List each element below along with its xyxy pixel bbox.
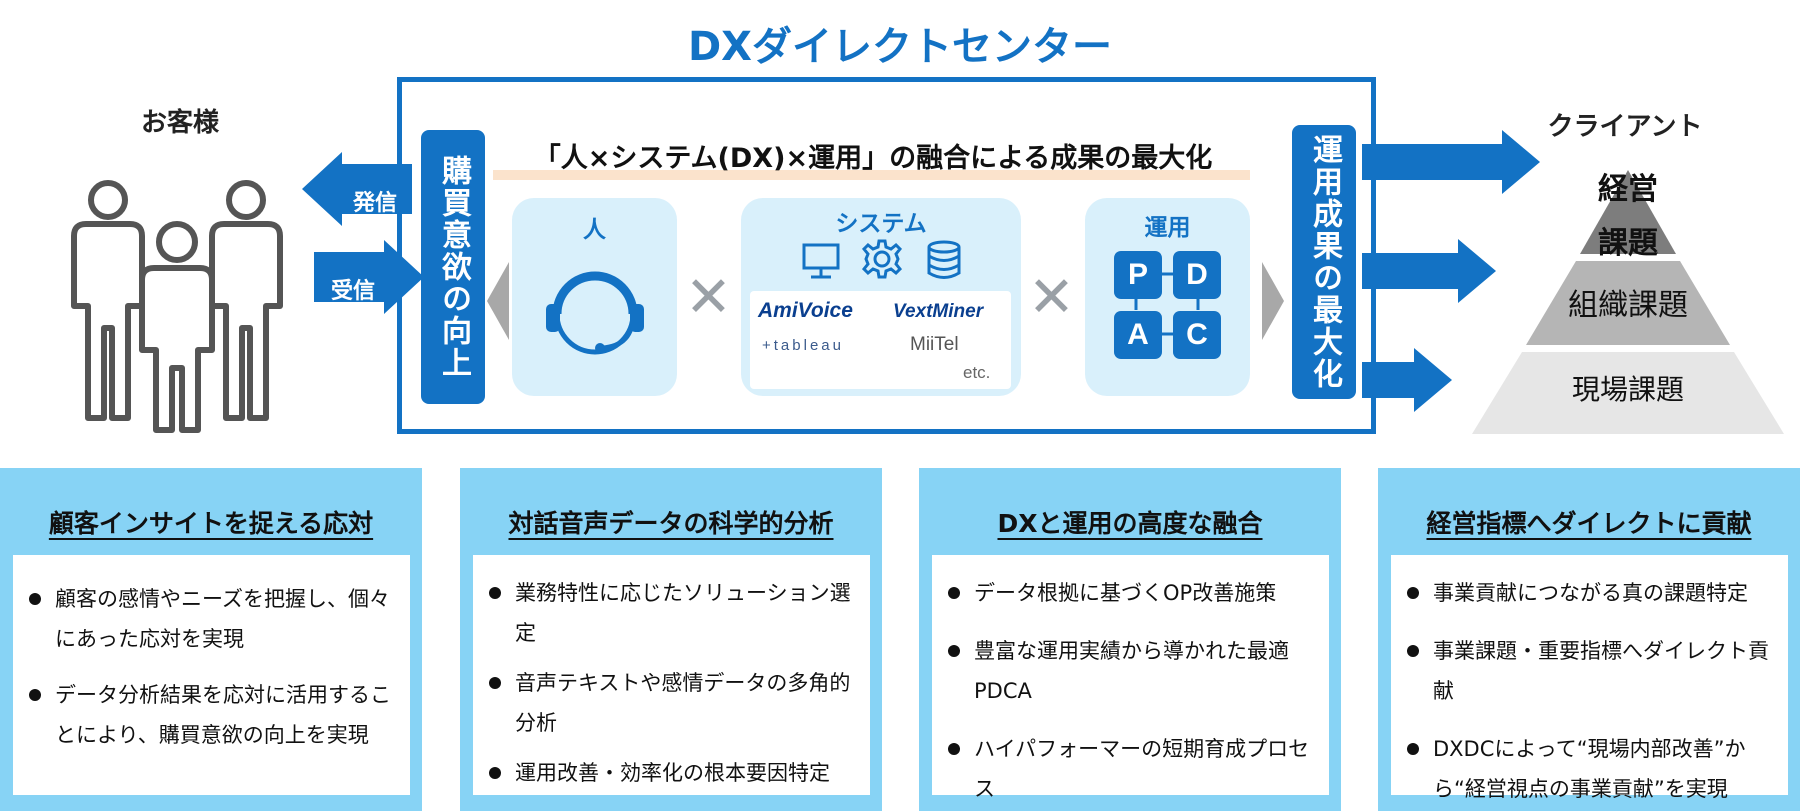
pyramid-management-issue: 課題 xyxy=(1598,226,1658,261)
page-title: DXダイレクトセンター xyxy=(687,24,1113,70)
fusion-banner: 「人×システム(DX)×運用」の融合による成果の最大化 xyxy=(533,143,1213,174)
banner-highlight xyxy=(493,170,1250,180)
list-item: 事業貢献につながる真の課題特定 xyxy=(1399,573,1782,613)
headset-icon xyxy=(546,271,644,355)
panel-title: 経営指標へダイレクトに貢献 xyxy=(1426,509,1752,538)
pyramid-field-issue: 現場課題 xyxy=(1571,373,1684,406)
list-item: 業務特性に応じたソリューション選定 xyxy=(481,573,864,653)
send-arrow-label: 発信 xyxy=(352,191,397,216)
customers-people-icon xyxy=(71,180,283,433)
panel-customer-insight: 顧客インサイトを捉える応対 顧客の感情やニーズを把握し、個々にあった応対を実現 … xyxy=(0,468,422,811)
list-item: 事業課題・重要指標へダイレクト貢献 xyxy=(1399,631,1782,711)
panel-body: データ根拠に基づくOP改善施策 豊富な運用実績から導かれた最適PDCA ハイパフ… xyxy=(932,555,1329,801)
monitor-icon xyxy=(802,243,840,279)
panel-management-kpi: 経営指標へダイレクトに貢献 事業貢献につながる真の課題特定 事業課題・重要指標へ… xyxy=(1378,468,1800,811)
pdca-connectors xyxy=(1134,272,1200,336)
panel-body: 顧客の感情やニーズを把握し、個々にあった応対を実現 データ分析結果を応対に活用す… xyxy=(13,555,410,795)
list-item: データ分析結果を応対に活用することにより、購買意欲の向上を実現 xyxy=(21,675,400,755)
receive-arrow xyxy=(314,240,424,314)
amivoice-logo: AmiVoice xyxy=(758,299,853,322)
list-item: 音声テキストや感情データの多角的分析 xyxy=(481,663,864,743)
panel-title: DXと運用の高度な融合 xyxy=(997,509,1263,538)
panel-title: 顧客インサイトを捉える応対 xyxy=(48,509,374,538)
pdca-a: A xyxy=(1114,311,1162,359)
list-item: データ根拠に基づくOP改善施策 xyxy=(940,573,1323,613)
receive-arrow-label: 受信 xyxy=(330,279,375,304)
purchase-motivation-bar: 購買意欲の向上 xyxy=(421,130,485,404)
multiply-sign-2: ✕ xyxy=(1028,265,1075,330)
arrow-to-field xyxy=(1362,348,1452,412)
vextminer-logo: VextMiner xyxy=(893,301,984,322)
panel-body: 事業貢献につながる真の課題特定 事業課題・重要指標へダイレクト貢献 DXDCによ… xyxy=(1391,555,1788,801)
panel-voice-analysis: 対話音声データの科学的分析 業務特性に応じたソリューション選定 音声テキストや感… xyxy=(460,468,882,811)
list-item: 豊富な運用実績から導かれた最適PDCA xyxy=(940,631,1323,711)
tableau-logo: +tableau xyxy=(762,337,844,354)
system-logos-box: AmiVoice VextMiner +tableau MiiTel etc. xyxy=(750,291,1011,389)
etc-text: etc. xyxy=(963,363,991,382)
pdca-d: D xyxy=(1173,251,1221,299)
person-card: 人 xyxy=(512,198,677,396)
panel-dx-operations: DXと運用の高度な融合 データ根拠に基づくOP改善施策 豊富な運用実績から導かれ… xyxy=(919,468,1341,811)
list-item: 顧客の感情やニーズを把握し、個々にあった応対を実現 xyxy=(21,579,400,659)
list-item: ハイパフォーマーの短期育成プロセス xyxy=(940,729,1323,809)
right-chevron xyxy=(1262,262,1284,340)
issue-pyramid xyxy=(1472,170,1784,434)
system-card-title: システム xyxy=(835,211,927,237)
pyramid-management: 経営 xyxy=(1598,172,1658,207)
pdca-c: C xyxy=(1173,311,1221,359)
panel-title: 対話音声データの科学的分析 xyxy=(508,509,834,538)
panel-body: 業務特性に応じたソリューション選定 音声テキストや感情データの多角的分析 運用改… xyxy=(473,555,870,795)
arrow-to-management xyxy=(1362,130,1540,194)
send-arrow xyxy=(302,152,412,226)
operation-results-bar: 運用成果の最大化 xyxy=(1292,125,1356,399)
database-icon xyxy=(927,240,961,279)
arrow-to-organization xyxy=(1362,239,1496,303)
multiply-sign-1: ✕ xyxy=(685,265,732,330)
client-label: クライアント xyxy=(1547,112,1703,142)
gear-icon xyxy=(861,239,903,279)
list-item: 運用改善・効率化の根本要因特定 xyxy=(481,753,864,793)
left-chevron xyxy=(487,262,509,340)
customer-label: お客様 xyxy=(140,108,219,138)
list-item: DXDCによって“現場内部改善”から“経営視点の事業貢献”を実現 xyxy=(1399,729,1782,809)
person-card-title: 人 xyxy=(583,217,606,243)
miitel-logo: MiiTel xyxy=(910,334,959,355)
pdca-p: P xyxy=(1114,251,1162,299)
pyramid-organization-issue: 組織課題 xyxy=(1568,288,1688,323)
operations-card: 運用 P D A C xyxy=(1085,198,1250,396)
operations-card-title: 運用 xyxy=(1144,215,1191,241)
